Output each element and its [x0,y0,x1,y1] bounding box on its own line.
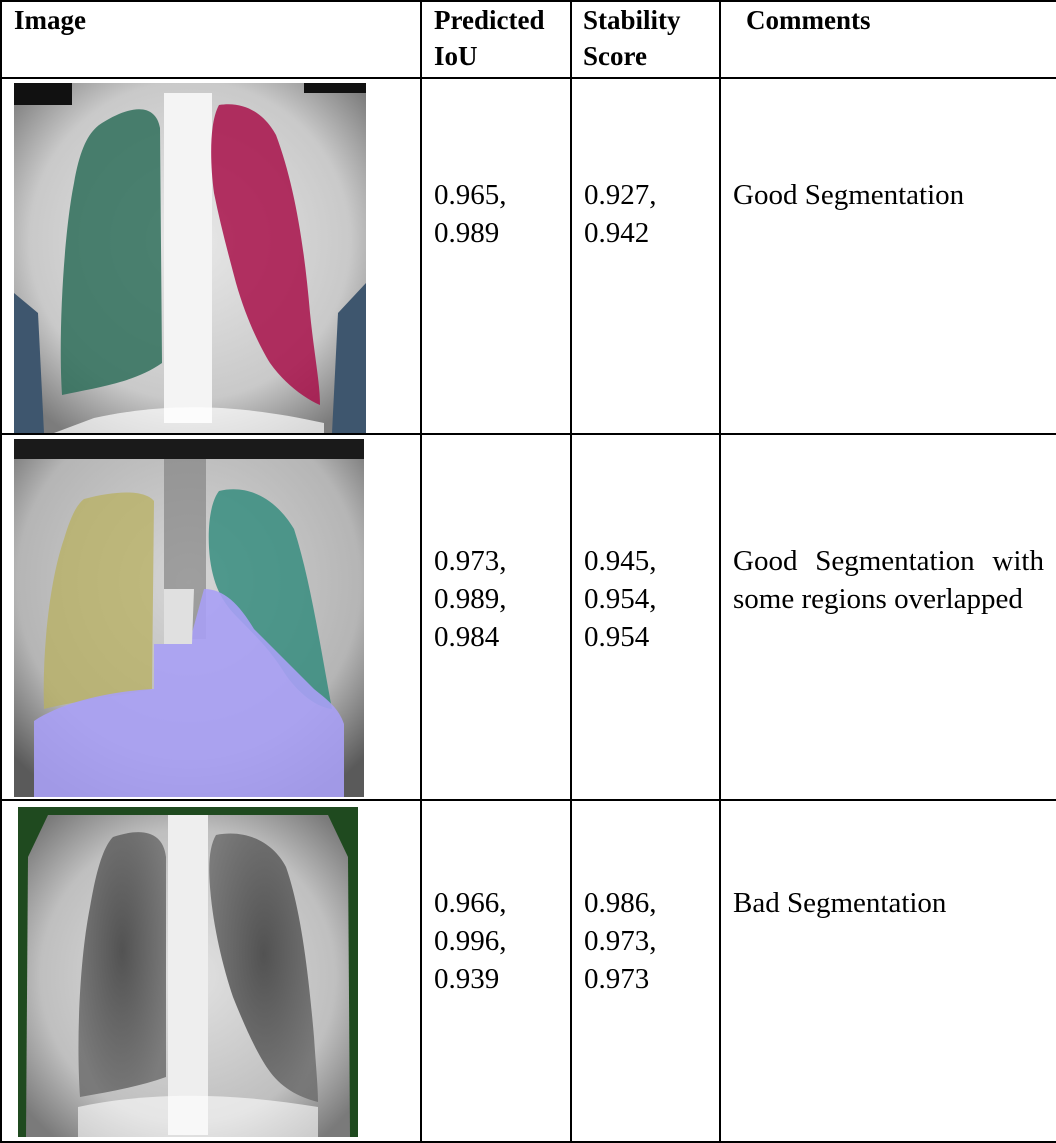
predicted-iou-cell: 0.973, 0.989, 0.984 [420,433,572,801]
header-predicted-iou: Predicted IoU [420,0,572,79]
image-cell [0,433,422,801]
stability-score-cell: 0.945, 0.954, 0.954 [570,433,721,801]
stability-score-cell: 0.927, 0.942 [570,77,721,435]
header-comments: Comments [719,0,1056,79]
comment-cell: Good Segmentation [719,77,1056,435]
xray-segmentation-image-3 [18,807,358,1137]
xray-segmentation-image-1 [14,83,366,433]
image-cell [0,77,422,435]
xray-segmentation-image-2 [14,439,364,797]
comment-cell: Bad Segmentation [719,799,1056,1143]
table-row: 0.965, 0.989 0.927, 0.942 Good Segmentat… [0,77,1056,435]
image-cell [0,799,422,1143]
predicted-iou-cell: 0.965, 0.989 [420,77,572,435]
stability-score-cell: 0.986, 0.973, 0.973 [570,799,721,1143]
header-stability-score: Stability Score [570,0,721,79]
comment-cell: Good Segmentation with some regions over… [719,433,1056,801]
header-image: Image [0,0,422,79]
header-row: Image Predicted IoU Stability Score Comm… [0,0,1056,79]
predicted-iou-cell: 0.966, 0.996, 0.939 [420,799,572,1143]
table-row: 0.973, 0.989, 0.984 0.945, 0.954, 0.954 … [0,433,1056,801]
table-row: 0.966, 0.996, 0.939 0.986, 0.973, 0.973 … [0,799,1056,1143]
